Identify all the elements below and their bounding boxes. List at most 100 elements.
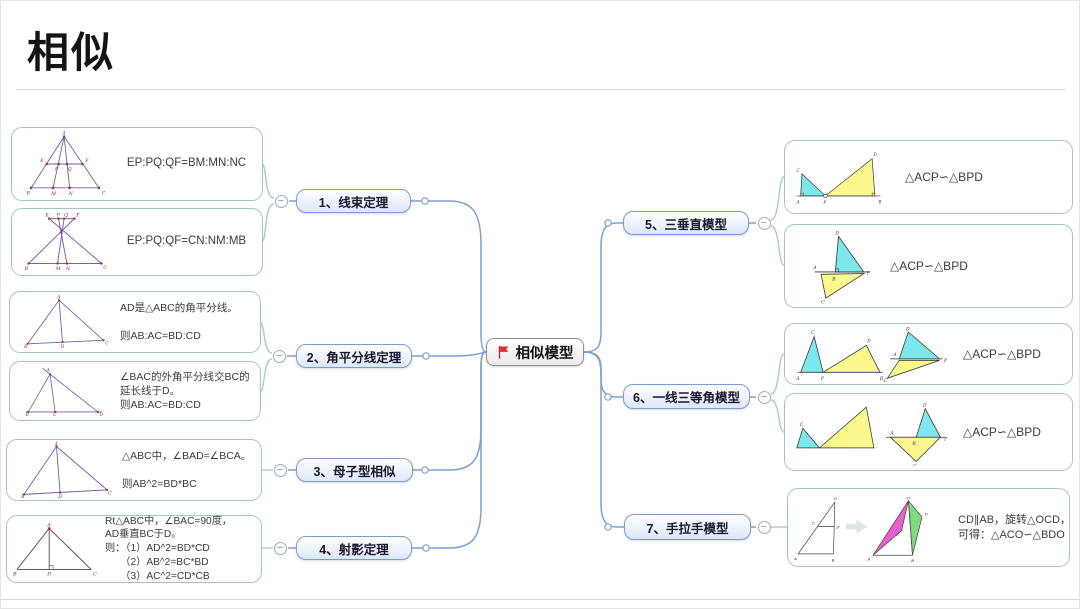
collapse-button[interactable]: −: [757, 390, 771, 404]
svg-text:A: A: [867, 556, 871, 561]
topic-hand-in-hand-model[interactable]: 7、手拉手模型: [624, 514, 751, 540]
note-text: Rt△ABC中，∠BAC=90度， AD垂直BC于D。 则：（1）AD^2=BD…: [105, 515, 233, 582]
note-text: △ABC中，∠BAD=∠BCA。 则AB^2=BD*BC: [122, 449, 252, 491]
svg-text:P: P: [943, 436, 948, 442]
svg-text:N: N: [68, 191, 74, 197]
topic-projection-theorem[interactable]: 4、射影定理: [296, 536, 412, 560]
minus-icon: −: [276, 463, 284, 476]
svg-text:B: B: [23, 345, 27, 349]
svg-text:O: O: [833, 496, 837, 501]
svg-text:D: D: [835, 524, 840, 529]
note-text: △ACP∽△BPD: [890, 258, 968, 273]
svg-text:A: A: [796, 199, 800, 204]
collapse-button[interactable]: −: [274, 194, 288, 208]
svg-text:B: B: [879, 376, 884, 382]
svg-text:C: C: [102, 190, 106, 196]
minus-icon: −: [760, 390, 768, 403]
svg-text:C: C: [53, 412, 57, 417]
minus-icon: −: [276, 541, 284, 554]
note-text: △ACP∽△BPD: [963, 424, 1041, 439]
svg-text:D: D: [834, 231, 839, 237]
svg-text:B: B: [24, 266, 29, 271]
svg-text:B: B: [831, 277, 836, 283]
svg-text:O: O: [906, 495, 910, 500]
svg-text:A: A: [812, 265, 817, 271]
svg-text:P: P: [820, 376, 825, 382]
topic-label: 5、三垂直模型: [645, 217, 727, 232]
svg-text:A: A: [46, 368, 50, 373]
collapse-button[interactable]: −: [272, 349, 286, 363]
svg-text:A: A: [889, 430, 894, 436]
svg-text:P: P: [866, 270, 871, 276]
svg-text:Q: Q: [64, 213, 68, 219]
svg-text:B: B: [20, 494, 25, 498]
svg-text:D: D: [922, 402, 927, 408]
central-topic[interactable]: 相似模型: [486, 338, 584, 366]
minus-icon: −: [760, 216, 768, 229]
svg-text:A: A: [46, 523, 51, 529]
title-divider: [16, 89, 1066, 90]
svg-text:C: C: [800, 422, 804, 428]
topic-angle-bisector-theorem[interactable]: 2、角平分线定理: [296, 344, 412, 368]
svg-text:P: P: [822, 200, 826, 205]
topic-beam-theorem[interactable]: 1、线束定理: [296, 189, 411, 213]
svg-text:C: C: [821, 300, 825, 304]
svg-text:B: B: [830, 557, 834, 562]
svg-text:D: D: [57, 494, 62, 498]
three-perpendicular-figure-2: D A B P C: [812, 231, 871, 304]
svg-text:C: C: [811, 330, 815, 336]
note-three-perpendicular-2[interactable]: D A B P C △ACP∽△BPD: [784, 224, 1073, 308]
note-one-line-three-angle-2[interactable]: C D A B P C △ACP∽△BPD: [784, 393, 1073, 471]
topic-label: 7、手拉手模型: [646, 521, 729, 536]
svg-text:C: C: [103, 265, 107, 271]
svg-text:C: C: [797, 168, 801, 173]
svg-text:M: M: [50, 191, 56, 197]
svg-text:D: D: [60, 345, 65, 349]
note-text: AD是△ABC的角平分线。 则AB:AC=BD:CD: [120, 301, 238, 343]
svg-text:P: P: [54, 166, 59, 172]
svg-text:D: D: [924, 511, 929, 516]
note-text: EP:PQ:QF=BM:MN:NC: [126, 157, 247, 170]
topic-mother-son-similarity[interactable]: 3、母子型相似: [296, 458, 413, 482]
topic-three-perpendicular-model[interactable]: 5、三垂直模型: [623, 211, 749, 235]
svg-text:E: E: [44, 213, 49, 219]
central-topic-label: 相似模型: [515, 345, 574, 362]
page-title: 相似: [27, 29, 116, 76]
topic-label: 1、线束定理: [318, 195, 389, 210]
collapse-button[interactable]: −: [273, 463, 287, 477]
svg-text:B: B: [911, 441, 916, 447]
svg-text:P: P: [943, 358, 948, 364]
svg-text:N: N: [65, 266, 71, 271]
svg-text:F: F: [84, 158, 89, 164]
svg-text:F: F: [75, 213, 80, 219]
collapse-button[interactable]: −: [757, 520, 771, 534]
svg-text:E: E: [39, 158, 44, 164]
svg-text:C: C: [93, 571, 97, 577]
collapse-button[interactable]: −: [273, 541, 287, 555]
minus-icon: −: [277, 194, 285, 207]
svg-text:C: C: [105, 342, 109, 347]
svg-text:B: B: [25, 412, 29, 417]
note-text: ∠BAC的外角平分线交BC的 延长线于D。 则AB:AC=BD:CD: [120, 370, 250, 412]
minus-icon: −: [275, 349, 283, 362]
svg-text:D: D: [873, 152, 878, 157]
svg-text:C: C: [913, 464, 917, 466]
topic-one-line-three-angle-model[interactable]: 6、一线三等角模型: [623, 384, 750, 409]
svg-text:A: A: [58, 230, 63, 236]
collapse-button[interactable]: −: [757, 216, 771, 230]
